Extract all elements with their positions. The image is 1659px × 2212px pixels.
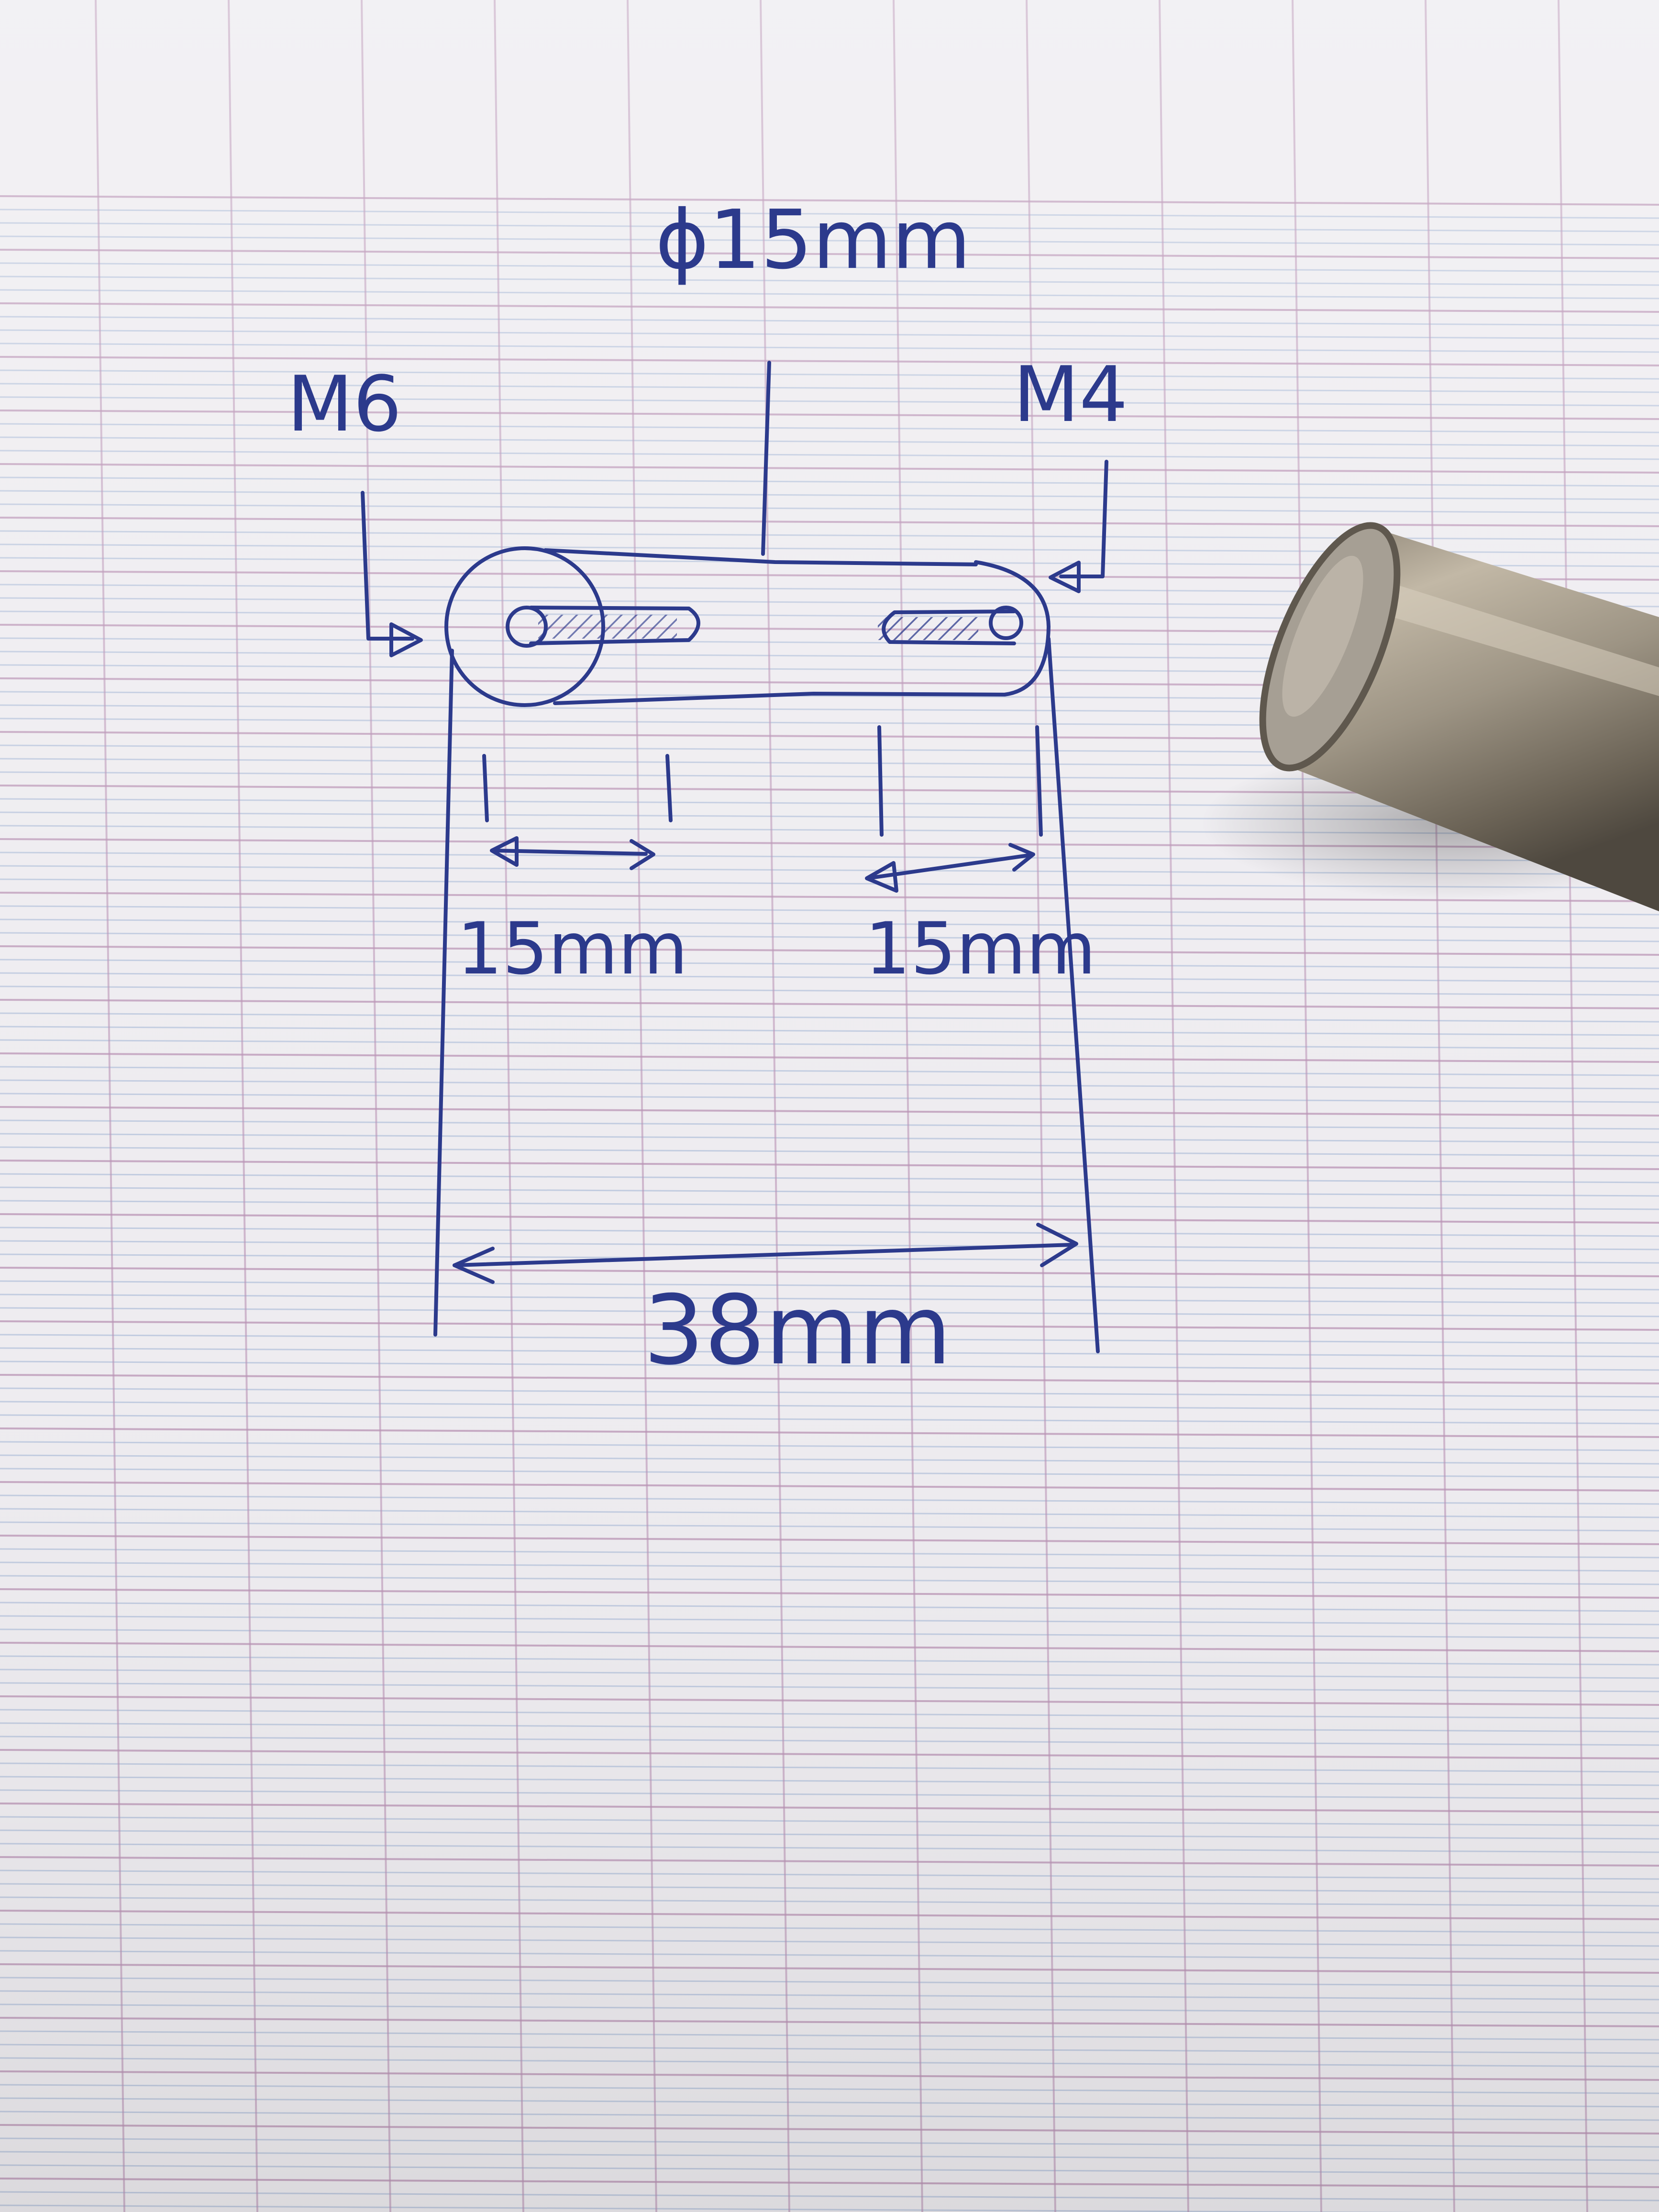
right-depth-arrowhead-start (865, 861, 898, 893)
cylinder-right-end (974, 560, 1051, 697)
left-depth-arrow-line (493, 849, 648, 856)
m4-arrowhead (1049, 561, 1081, 593)
m6-callout-arrow (361, 491, 414, 641)
cylinder-top-edge (543, 548, 978, 566)
m4-thread-label: M4 (1013, 350, 1128, 439)
m6-thread-label: M6 (287, 359, 402, 449)
left-extension-line (433, 649, 454, 1337)
left-depth-tick-end (665, 754, 673, 822)
right-depth-tick-end (1035, 725, 1043, 837)
overall-length-label: 38mm (643, 1275, 951, 1386)
ink-drawing: ϕ15mm M6 M4 (287, 193, 1128, 1386)
right-depth-tick-start (877, 725, 884, 837)
bar-highlight (1368, 579, 1659, 696)
right-depth-label: 15mm (865, 907, 1096, 991)
round-metal-bar-stock (1201, 522, 1659, 911)
m6-arrowhead (389, 622, 423, 657)
overall-length-arrowhead-end (1036, 1223, 1078, 1267)
right-extension-line (1047, 637, 1100, 1353)
overall-length-arrow-line (453, 1243, 1073, 1267)
m6-hole-slot (529, 606, 700, 645)
cylinder-bottom-edge (553, 692, 1006, 705)
diameter-leader-line (761, 361, 771, 556)
right-depth-arrow-line (869, 853, 1030, 880)
left-depth-tick-start (482, 754, 489, 822)
m4-thread-hatching (878, 617, 978, 640)
bar-end-face-sheen (1282, 555, 1363, 717)
right-depth-arrowhead-end (1008, 843, 1035, 872)
left-depth-arrowhead-start (490, 836, 519, 867)
left-depth-label: 15mm (457, 907, 688, 991)
left-depth-arrowhead-end (630, 839, 655, 870)
m6-thread-hatching (538, 615, 677, 639)
m4-callout-arrow (1059, 460, 1108, 578)
overall-length-arrowhead-start (453, 1247, 495, 1284)
diameter-label: ϕ15mm (655, 193, 971, 288)
m4-hole-circle (989, 606, 1023, 640)
